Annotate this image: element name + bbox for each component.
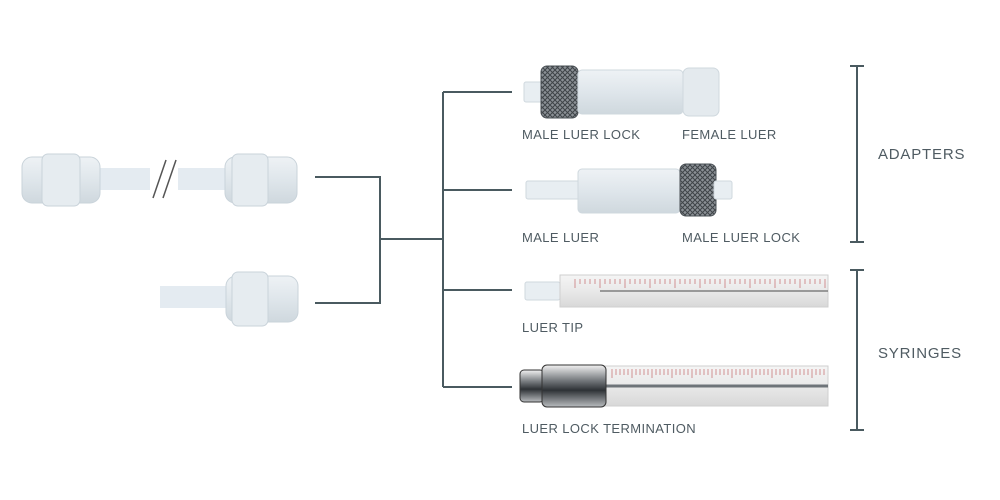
tubing-double-fitting [21, 153, 298, 207]
category-adapters: ADAPTERS [878, 146, 966, 163]
label-female-luer: FEMALE LUER [682, 127, 777, 142]
category-syringes: SYRINGES [878, 345, 962, 362]
label-male-luer-lock-1: MALE LUER LOCK [522, 127, 641, 142]
syringe-luer-tip [524, 274, 829, 308]
label-male-luer-lock-2: MALE LUER LOCK [682, 230, 801, 245]
adapter-male-luer-male-luer-lock [525, 163, 733, 217]
tubing-single-fitting [160, 271, 299, 327]
connector-lines [315, 91, 512, 388]
label-luer-lock-termination: LUER LOCK TERMINATION [522, 421, 697, 436]
adapter-male-luer-lock-female-luer [523, 65, 720, 119]
category-brackets [850, 65, 864, 431]
label-male-luer: MALE LUER [522, 230, 600, 245]
label-luer-tip: LUER TIP [522, 320, 584, 335]
syringe-luer-lock-termination [519, 364, 829, 408]
